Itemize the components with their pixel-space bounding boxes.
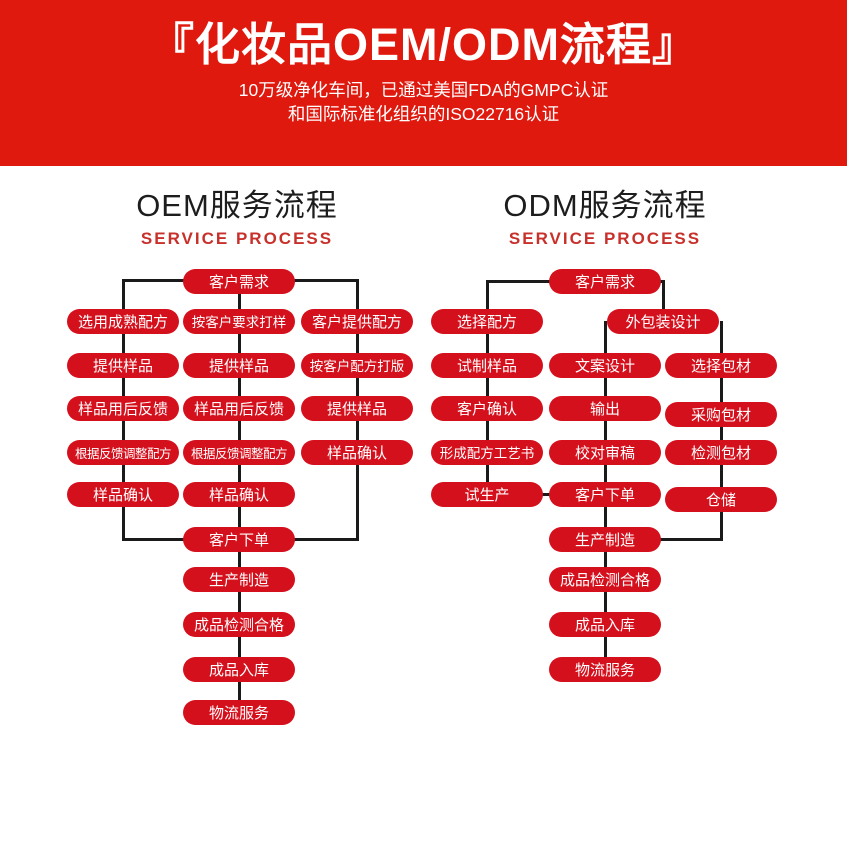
connector-line bbox=[485, 279, 489, 496]
flow-node: 提供样品 bbox=[183, 352, 295, 378]
poster-title: 『化妆品OEM/ODM流程』 bbox=[149, 19, 698, 70]
flow-node: 物流服务 bbox=[183, 699, 295, 725]
flow-node: 样品确认 bbox=[301, 439, 413, 465]
odm-section-subtitle: SERVICE PROCESS bbox=[508, 229, 702, 248]
flow-node: 按客户要求打样 bbox=[183, 308, 295, 334]
flow-node: 生产制造 bbox=[183, 566, 295, 592]
flow-node: 试生产 bbox=[431, 481, 543, 507]
flow-node: 客户下单 bbox=[183, 526, 295, 552]
flow-node: 根据反馈调整配方 bbox=[183, 439, 295, 465]
flow-node: 试制样品 bbox=[431, 352, 543, 378]
flow-node: 成品入库 bbox=[183, 656, 295, 682]
connector-line bbox=[661, 279, 665, 325]
connector-line bbox=[485, 492, 607, 496]
oem-section-subtitle: SERVICE PROCESS bbox=[140, 229, 334, 248]
flow-node: 仓储 bbox=[665, 486, 777, 512]
flow-node: 提供样品 bbox=[301, 395, 413, 421]
flow-node: 按客户配方打版 bbox=[301, 352, 413, 378]
connector-line bbox=[603, 537, 723, 541]
poster-subtitle-line2: 和国际标准化组织的ISO22716认证 bbox=[287, 104, 560, 124]
flow-node: 客户确认 bbox=[431, 395, 543, 421]
flow-node: 采购包材 bbox=[665, 401, 777, 427]
flow-node: 客户下单 bbox=[549, 481, 661, 507]
flow-node: 提供样品 bbox=[67, 352, 179, 378]
oem-section-header: OEM服务流程 SERVICE PROCESS bbox=[57, 180, 417, 249]
flow-node: 校对审稿 bbox=[549, 439, 661, 465]
flow-node: 选择配方 bbox=[431, 308, 543, 334]
oem-section-title: OEM服务流程 bbox=[136, 188, 338, 223]
flow-node: 形成配方工艺书 bbox=[431, 439, 543, 465]
odm-section-title: ODM服务流程 bbox=[503, 188, 707, 223]
flow-node: 检测包材 bbox=[665, 439, 777, 465]
flow-node: 根据反馈调整配方 bbox=[67, 439, 179, 465]
flow-node: 样品用后反馈 bbox=[183, 395, 295, 421]
flow-node: 文案设计 bbox=[549, 352, 661, 378]
flow-node: 成品入库 bbox=[549, 611, 661, 637]
flow-node: 客户需求 bbox=[549, 268, 661, 294]
connector-line bbox=[719, 320, 723, 541]
flow-node: 输出 bbox=[549, 395, 661, 421]
flow-node: 生产制造 bbox=[549, 526, 661, 552]
flow-node: 样品确认 bbox=[67, 481, 179, 507]
odm-section-header: ODM服务流程 SERVICE PROCESS bbox=[425, 180, 785, 249]
flow-node: 客户提供配方 bbox=[301, 308, 413, 334]
flow-node: 成品检测合格 bbox=[549, 566, 661, 592]
flow-node: 选择包材 bbox=[665, 352, 777, 378]
flow-node: 样品确认 bbox=[183, 481, 295, 507]
poster-subtitle-line1: 10万级净化车间，已通过美国FDA的GMPC认证 bbox=[238, 80, 609, 100]
flow-node: 选用成熟配方 bbox=[67, 308, 179, 334]
flow-node: 客户需求 bbox=[183, 268, 295, 294]
header-banner: 『化妆品OEM/ODM流程』 10万级净化车间，已通过美国FDA的GMPC认证 … bbox=[0, 0, 847, 166]
flow-node: 成品检测合格 bbox=[183, 611, 295, 637]
flow-node: 外包装设计 bbox=[607, 308, 719, 334]
flow-node: 样品用后反馈 bbox=[67, 395, 179, 421]
flow-node: 物流服务 bbox=[549, 656, 661, 682]
